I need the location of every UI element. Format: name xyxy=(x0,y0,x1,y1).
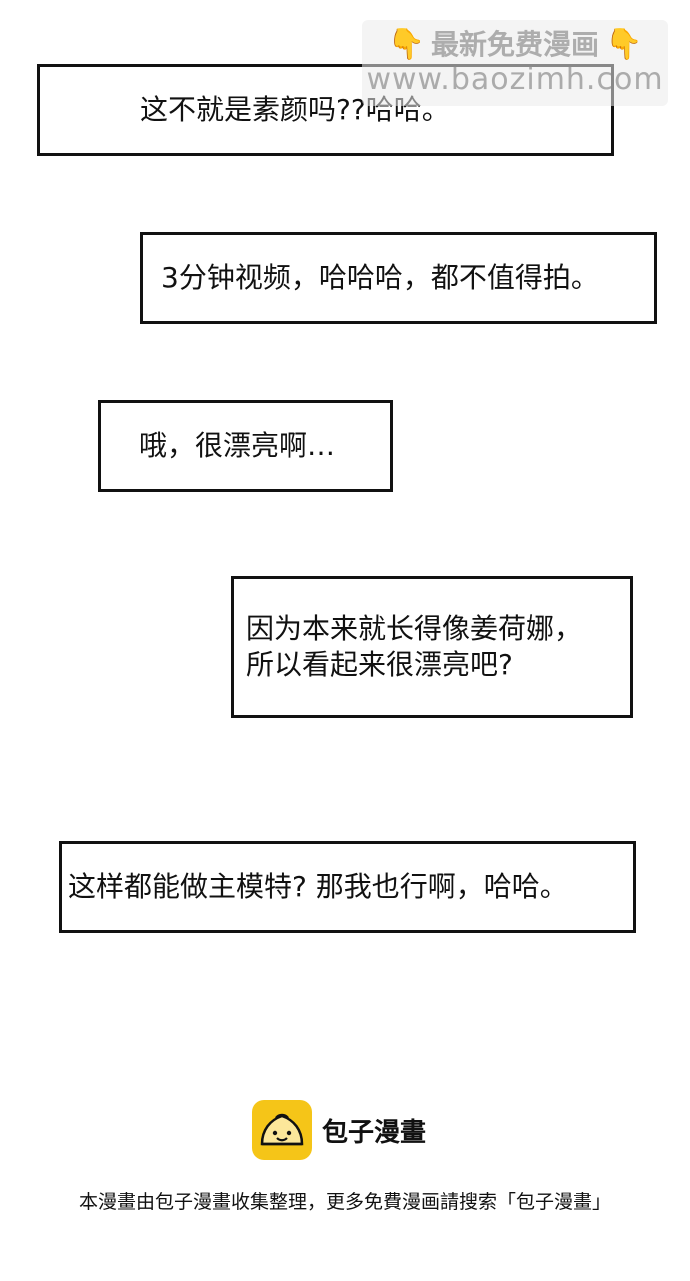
speech-bubble-4: 因为本来就长得像姜荷娜， 所以看起来很漂亮吧? xyxy=(231,576,633,718)
watermark-title: 最新免费漫画 xyxy=(430,28,599,61)
bubble-text-line-1: 因为本来就长得像姜荷娜， xyxy=(246,612,583,645)
bubble-text: 这样都能做主模特? 那我也行啊，哈哈。 xyxy=(68,870,568,903)
brand-name: 包子漫畫 xyxy=(322,1117,427,1148)
watermark-url: www.baozimh.com xyxy=(366,62,664,97)
bubble-text: 3分钟视频，哈哈哈，都不值得拍。 xyxy=(161,261,599,294)
speech-bubble-3: 哦，很漂亮啊… xyxy=(98,400,393,492)
speech-bubble-2: 3分钟视频，哈哈哈，都不值得拍。 xyxy=(140,232,657,324)
bubble-text-line-2: 所以看起来很漂亮吧? xyxy=(246,648,513,681)
pointing-down-icon: 👇 xyxy=(387,27,425,62)
speech-bubble-5: 这样都能做主模特? 那我也行啊，哈哈。 xyxy=(59,841,636,933)
footer-credit: 本漫畫由包子漫畫收集整理，更多免費漫画請搜索「包子漫畫」 xyxy=(78,1191,611,1213)
pointing-down-icon: 👇 xyxy=(605,27,643,62)
bun-icon xyxy=(252,1100,312,1160)
watermark: 👇 最新免费漫画 👇 www.baozimh.com xyxy=(362,20,668,106)
bubble-text: 哦，很漂亮啊… xyxy=(139,429,336,462)
brand-logo: 包子漫畫 xyxy=(252,1100,426,1160)
